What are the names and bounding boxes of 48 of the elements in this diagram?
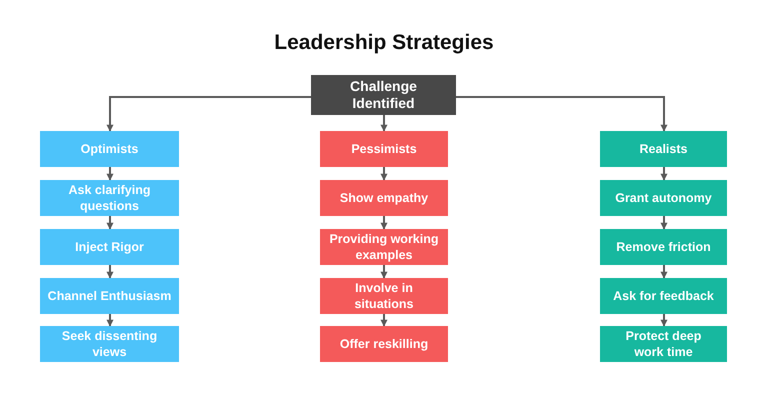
process-box: [40, 278, 179, 314]
process-box: [40, 326, 179, 362]
arrow: [380, 314, 388, 327]
box-label: Pessimists: [351, 141, 417, 157]
arrow: [106, 96, 311, 132]
process-box: [600, 326, 727, 362]
box-label: Channel Enthusiasm: [48, 288, 172, 304]
box-label: Involve in situations: [353, 280, 415, 312]
arrow: [660, 314, 668, 327]
process-box: [600, 131, 727, 167]
arrow: [380, 167, 388, 181]
box-label: Optimists: [80, 141, 138, 157]
box-label: Seek dissenting views: [60, 328, 158, 360]
arrow: [380, 216, 388, 230]
process-box: [600, 180, 727, 216]
arrow: [106, 216, 114, 230]
process-box: [600, 229, 727, 265]
box-label: Offer reskilling: [340, 336, 428, 352]
arrow: [106, 314, 114, 327]
process-box: [320, 131, 448, 167]
box-label: Grant autonomy: [615, 190, 712, 206]
box-label: Inject Rigor: [75, 239, 144, 255]
box-label: Ask clarifying questions: [68, 182, 152, 214]
arrow: [380, 265, 388, 279]
box-label: Protect deep work time: [624, 328, 702, 360]
arrow: [380, 115, 388, 132]
box-label: Providing working examples: [328, 231, 440, 263]
arrow: [660, 216, 668, 230]
box-label: Challenge Identified: [349, 78, 418, 112]
header-box: [311, 75, 456, 115]
arrow: [106, 167, 114, 181]
box-label: Remove friction: [616, 239, 711, 255]
box-label: Realists: [640, 141, 688, 157]
arrow: [660, 265, 668, 279]
process-box: [320, 180, 448, 216]
process-box: [320, 326, 448, 362]
process-box: [40, 229, 179, 265]
diagram-title: Leadership Strategies: [274, 31, 494, 55]
box-label: Ask for feedback: [613, 288, 714, 304]
box-label: Show empathy: [340, 190, 428, 206]
process-box: [320, 229, 448, 265]
arrow: [660, 167, 668, 181]
arrow: [456, 96, 668, 132]
process-box: [40, 131, 179, 167]
process-box: [600, 278, 727, 314]
process-box: [40, 180, 179, 216]
arrow: [106, 265, 114, 279]
process-box: [320, 278, 448, 314]
